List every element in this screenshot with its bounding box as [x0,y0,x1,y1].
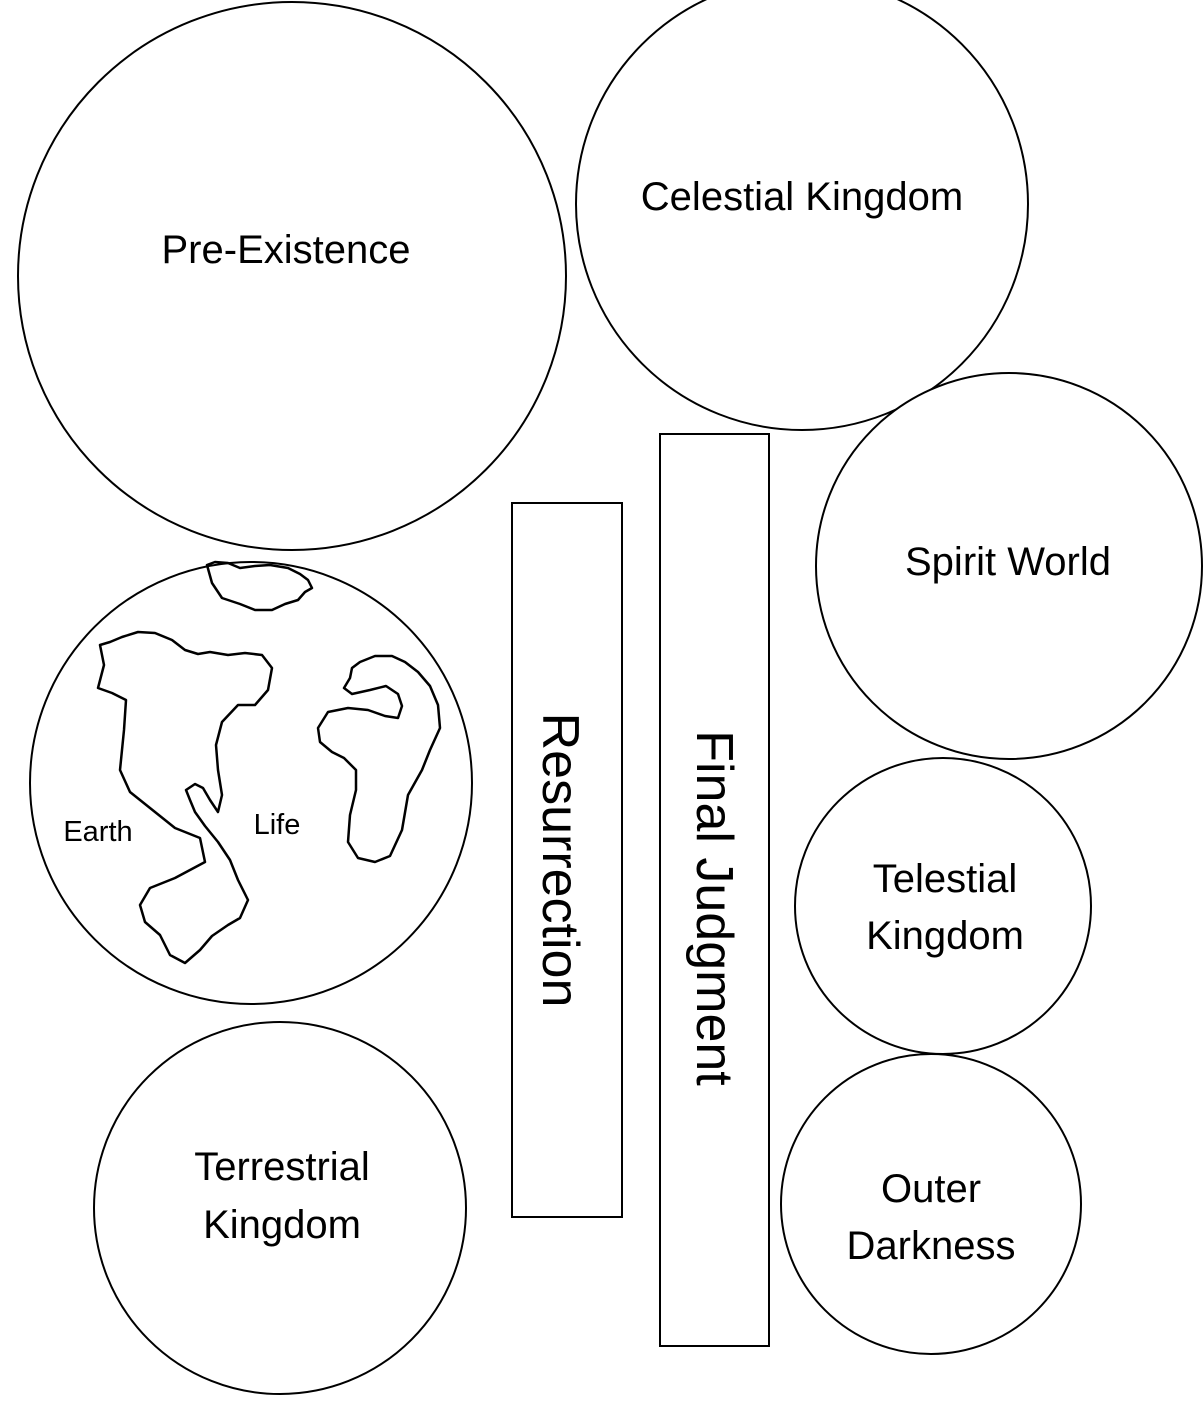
life-label: Life [254,809,301,841]
telestial-kingdom-node: Telestial Kingdom [794,757,1092,1055]
terrestrial-kingdom-circle [93,1021,467,1395]
outer-darkness-label-line2: Darkness [847,1224,1016,1268]
pre-existence-label: Pre-Existence [162,228,411,272]
final-judgment-node: Final Judgment [659,433,770,1347]
resurrection-bar [511,502,623,1218]
earth-label: Earth [63,816,132,848]
telestial-kingdom-label-line2: Kingdom [866,914,1024,958]
earth-globe-icon [96,560,442,965]
spirit-world-label: Spirit World [905,540,1111,584]
earth-circle [29,561,473,1005]
spirit-world-node: Spirit World [815,372,1203,760]
final-judgment-label: Final Judgment [685,730,743,1086]
celestial-kingdom-label: Celestial Kingdom [641,175,963,219]
celestial-kingdom-circle [575,0,1029,431]
pre-existence-circle [17,1,567,551]
telestial-kingdom-circle [794,757,1092,1055]
terrestrial-kingdom-node: Terrestrial Kingdom [93,1021,467,1395]
resurrection-node: Resurrection [511,502,623,1218]
terrestrial-kingdom-label-line2: Kingdom [203,1203,361,1247]
outer-darkness-node: Outer Darkness [780,1053,1082,1355]
outer-darkness-label-line1: Outer [881,1167,981,1211]
outer-darkness-circle [780,1053,1082,1355]
pre-existence-node: Pre-Existence [17,1,567,551]
final-judgment-bar [659,433,770,1347]
telestial-kingdom-label-line1: Telestial [873,857,1018,901]
earth-life-node: Earth Life [29,560,473,1005]
terrestrial-kingdom-label-line1: Terrestrial [194,1145,370,1189]
celestial-kingdom-node: Celestial Kingdom [575,0,1029,431]
spirit-world-circle [815,372,1203,760]
resurrection-label: Resurrection [531,713,589,1008]
